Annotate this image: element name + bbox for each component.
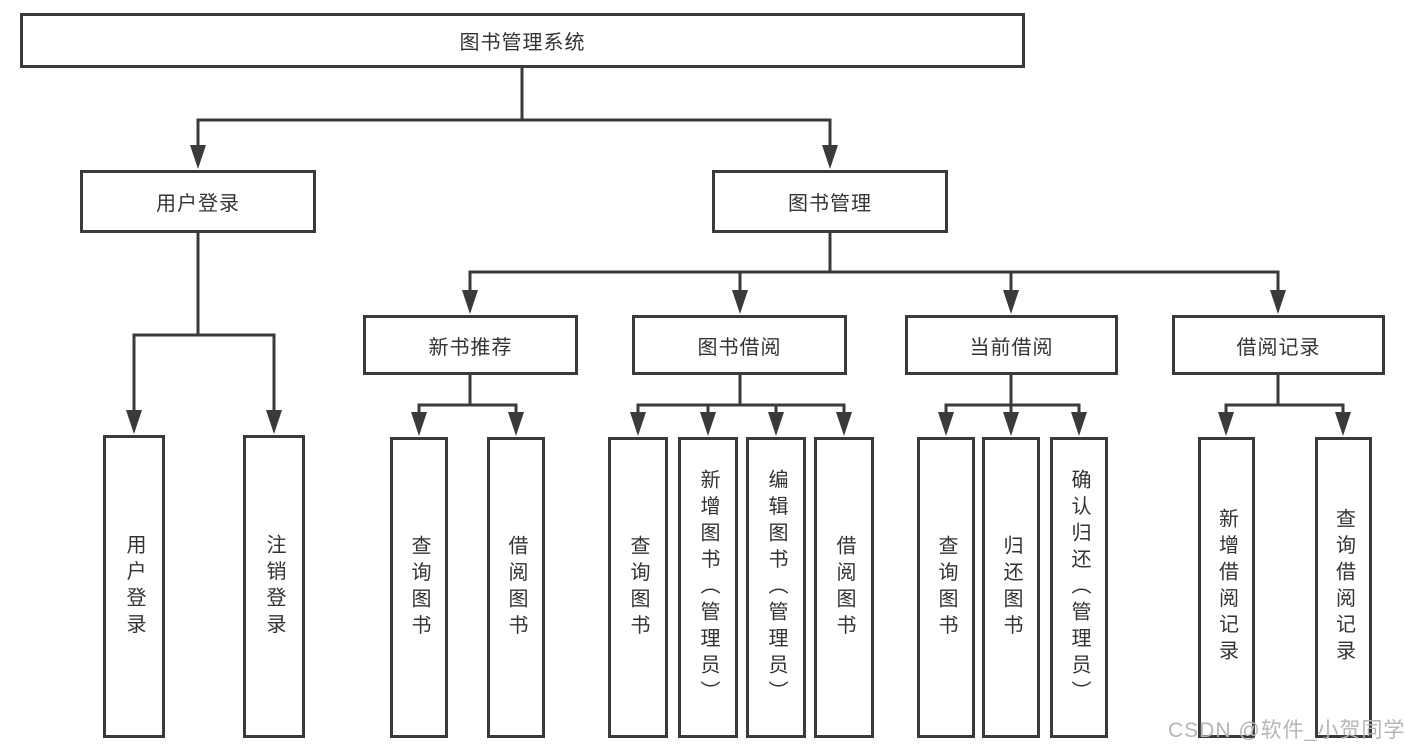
node-new-book-recommend-label: 新书推荐: [428, 336, 513, 359]
node-book-management-label: 图书管理: [788, 193, 872, 215]
node-leaf-add-borrow-record: 新增借阅记录: [1198, 437, 1255, 738]
node-current-borrow-label: 当前借阅: [969, 336, 1054, 359]
connector-bookmgmt-to-level3: [462, 231, 1286, 314]
connector-bookborrow-to-leaves: [630, 373, 852, 436]
connector-newbooks-to-leaves: [411, 373, 524, 436]
node-leaf-query-borrow-record-label: 查询借阅记录: [1332, 508, 1355, 667]
node-leaf-query-books-1-label: 查询图书: [408, 534, 430, 641]
watermark-text: CSDN @软件_小贺同学: [1168, 719, 1405, 742]
node-leaf-query-books-3-label: 查询图书: [935, 534, 957, 641]
node-leaf-borrow-books-2-label: 借阅图书: [833, 534, 855, 641]
node-leaf-return-books-label: 归还图书: [1000, 534, 1022, 641]
node-leaf-edit-books-admin-label: 编辑图书（管理员）: [765, 468, 787, 707]
node-leaf-add-books-admin-label: 新增图书（管理员）: [697, 468, 719, 707]
node-root: 图书管理系统: [20, 13, 1025, 68]
node-user-login: 用户登录: [80, 170, 316, 233]
node-new-book-recommend: 新书推荐: [363, 315, 578, 375]
connector-borrowrecords-to-leaves: [1218, 373, 1351, 436]
node-leaf-edit-books-admin: 编辑图书（管理员）: [746, 437, 806, 738]
node-leaf-user-login: 用户登录: [103, 435, 165, 738]
node-leaf-add-books-admin: 新增图书（管理员）: [678, 437, 738, 738]
node-root-label: 图书管理系统: [459, 32, 586, 54]
connector-root-to-level2: [190, 66, 838, 169]
node-leaf-query-books-1: 查询图书: [390, 437, 448, 738]
node-leaf-borrow-books-1-label: 借阅图书: [505, 534, 527, 641]
node-leaf-query-borrow-record: 查询借阅记录: [1315, 437, 1372, 738]
node-borrow-records: 借阅记录: [1172, 315, 1385, 375]
connector-currentborrow-to-leaves: [938, 373, 1087, 436]
node-leaf-borrow-books-1: 借阅图书: [487, 437, 545, 738]
node-book-management: 图书管理: [712, 170, 948, 233]
node-leaf-query-books-2: 查询图书: [608, 437, 668, 738]
node-leaf-return-books: 归还图书: [982, 437, 1040, 738]
node-leaf-query-books-3: 查询图书: [917, 437, 975, 738]
node-user-login-label: 用户登录: [156, 193, 240, 215]
node-leaf-borrow-books-2: 借阅图书: [814, 437, 874, 738]
node-leaf-user-login-label: 用户登录: [123, 533, 145, 640]
node-leaf-confirm-return-admin: 确认归还（管理员）: [1050, 437, 1108, 738]
node-borrow-records-label: 借阅记录: [1236, 336, 1321, 359]
node-leaf-logout: 注销登录: [243, 435, 305, 738]
node-book-borrow: 图书借阅: [632, 315, 847, 375]
node-leaf-confirm-return-admin-label: 确认归还（管理员）: [1068, 468, 1090, 707]
node-leaf-logout-label: 注销登录: [263, 533, 285, 640]
node-leaf-add-borrow-record-label: 新增借阅记录: [1215, 508, 1238, 667]
node-book-borrow-label: 图书借阅: [697, 336, 782, 359]
connector-userlogin-to-leaves: [126, 231, 282, 434]
node-leaf-query-books-2-label: 查询图书: [627, 534, 649, 641]
node-current-borrow: 当前借阅: [905, 315, 1118, 375]
